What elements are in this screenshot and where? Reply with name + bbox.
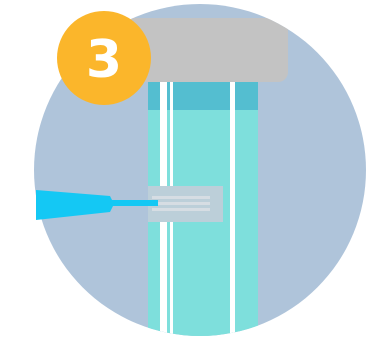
tube-stripe-right bbox=[230, 80, 235, 337]
step-number: 3 bbox=[86, 30, 122, 90]
insert-panel bbox=[148, 186, 223, 222]
step-badge: 3 bbox=[57, 11, 151, 105]
